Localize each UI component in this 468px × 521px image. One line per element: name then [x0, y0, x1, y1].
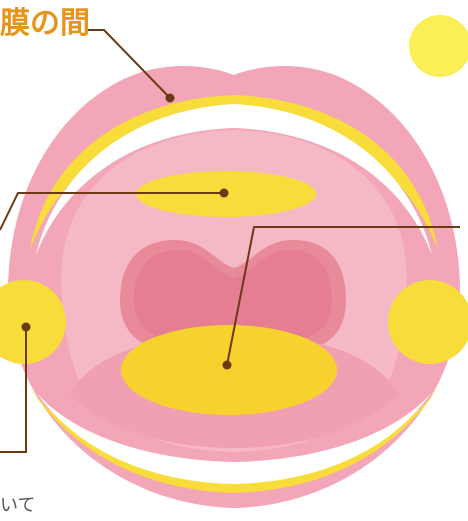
sun-circle [409, 15, 468, 77]
label-top-fragment: 膜の間 [0, 6, 90, 42]
leader-dot-cheek [22, 323, 31, 332]
label-bottom-fragment: いて [0, 495, 35, 517]
leader-dot-throat [223, 361, 232, 370]
leader-dot-top [166, 94, 175, 103]
tongue-highlight [121, 325, 337, 415]
leader-dot-palate [220, 189, 229, 198]
